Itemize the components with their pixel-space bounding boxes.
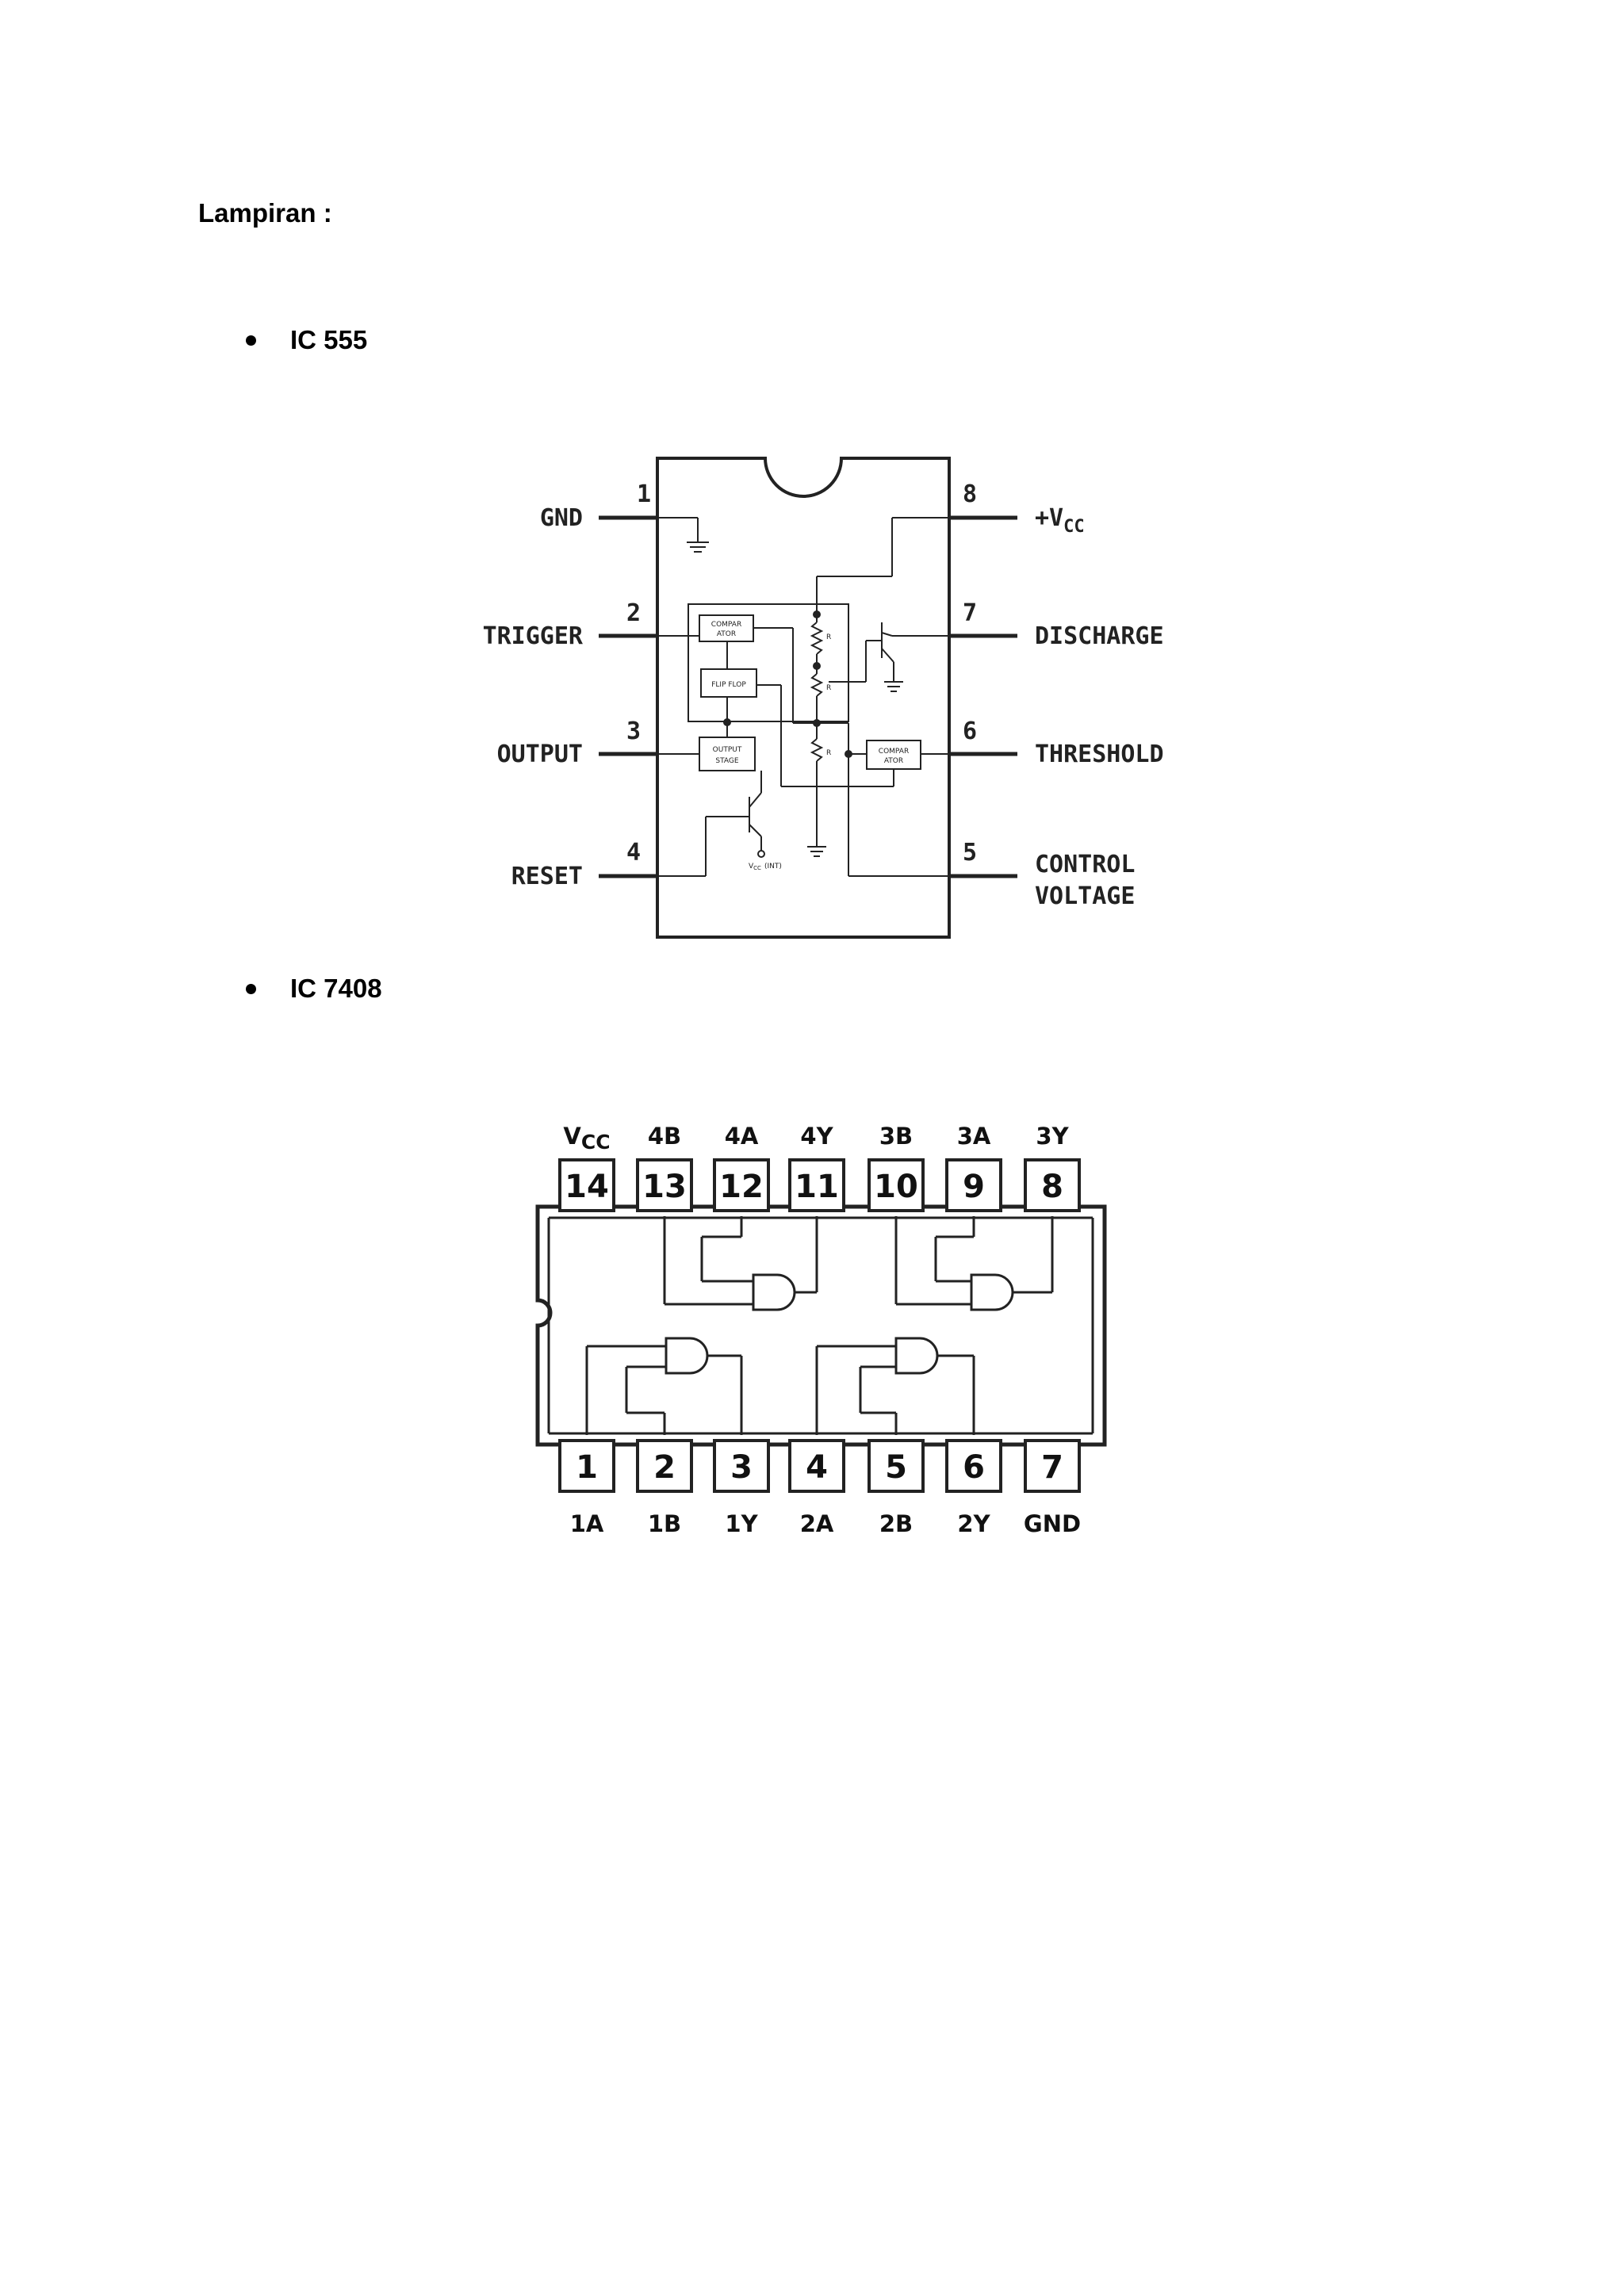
and-gate-4-icon (752, 1273, 796, 1311)
and-gate-3-icon (970, 1273, 1014, 1311)
ic555-resistor-label-1: R (826, 633, 831, 641)
section-bullet-ic7408: IC 7408 (246, 974, 382, 1004)
ic7408-bottom-pin-box (713, 1439, 770, 1493)
ic7408-bottom-pin-number: 2 (653, 1449, 676, 1486)
ic7408-top-pin-label: 4A (725, 1123, 759, 1150)
ic7408-bottom-pin-label: 1A (570, 1510, 604, 1537)
ic7408-bottom-pin-box (1024, 1439, 1081, 1493)
ic555-pin-name-voltage: VOLTAGE (1035, 882, 1135, 910)
ic7408-top-pin-box (868, 1158, 925, 1212)
ic7408-bottom-pin-box (788, 1439, 845, 1493)
ic7408-bottom-pin-box (868, 1439, 925, 1493)
ic555-comparator-2-label: COMPAR (879, 748, 909, 756)
ic7408-bottom-pin-box (636, 1439, 693, 1493)
ic555-resistor-label-3: R (826, 749, 831, 757)
ic7408-top-pin-box (1024, 1158, 1081, 1212)
ic7408-top-pin-number: 12 (719, 1169, 764, 1205)
ic7408-bottom-pin-label: 2B (879, 1510, 913, 1537)
ic555-package (656, 457, 951, 939)
ic7408-top-pin-label: 3Y (1036, 1123, 1069, 1150)
ic555-pin-name-reset: RESET (511, 863, 583, 890)
ic7408-bottom-pin-number: 3 (730, 1449, 753, 1486)
ic555-pin-name-control: CONTROL (1035, 851, 1135, 878)
ic555-output-stage-label-2: STAGE (715, 757, 738, 765)
ic7408-top-pin-label: 3A (957, 1123, 991, 1150)
ic555-pin-number-1: 1 (637, 480, 651, 508)
bullet-dot-icon (246, 335, 256, 346)
ic7408-top-pin-label: 4Y (800, 1123, 833, 1150)
ic555-output-stage (699, 737, 756, 771)
ic7408-top-pin-label: 4B (648, 1123, 681, 1150)
ic555-pin-number-5: 5 (963, 839, 977, 867)
ic555-output-stage-label: OUTPUT (713, 746, 742, 754)
ic555-comparator-1-label-2: ATOR (717, 630, 736, 638)
ic7408-bottom-pin-label: 2Y (957, 1510, 990, 1537)
ic555-pin-number-2: 2 (626, 599, 641, 627)
ic7408-bottom-pin-box (945, 1439, 1002, 1493)
bullet-dot-icon (246, 983, 256, 994)
ic7408-top-pin-number: 10 (874, 1169, 918, 1205)
ic555-pin-number-8: 8 (963, 480, 977, 508)
ic7408-bottom-pin-label: 2A (800, 1510, 834, 1537)
ic555-pin-name-discharge: DISCHARGE (1035, 622, 1164, 650)
section-label-ic555: IC 555 (290, 325, 368, 354)
ic7408-bottom-pin-label: 1B (648, 1510, 681, 1537)
section-label-ic7408: IC 7408 (290, 974, 382, 1003)
ic7408-top-pin-number: 11 (795, 1169, 839, 1205)
ic7408-top-pin-box (713, 1158, 770, 1212)
ic555-comparator-2-label-2: ATOR (884, 757, 903, 765)
ic7408-top-pin-label: 3B (879, 1123, 913, 1150)
ic555-pin-name-vcc: +VCC (1035, 504, 1085, 537)
section-bullet-ic555: IC 555 (246, 325, 367, 355)
ic7408-top-pin-number: 9 (963, 1169, 985, 1205)
ic7408-bottom-pin-number: 7 (1041, 1449, 1063, 1486)
ic7408-top-pin-box (788, 1158, 845, 1212)
and-gate-1-icon (665, 1337, 709, 1375)
ic7408-bottom-pin-label: GND (1024, 1510, 1081, 1537)
ic7408-bottom-pin-label: 1Y (725, 1510, 758, 1537)
ic555-pin-name-output: OUTPUT (497, 740, 583, 768)
ic555-pinout-diagram: COMPAR ATOR FLIP FLOP OUTPUT STAGE COMPA… (483, 457, 1164, 939)
ic7408-bottom-pin-number: 6 (963, 1449, 985, 1486)
ic555-vcc-int-label: VCC(INT) (749, 863, 782, 871)
ic7408-top-pin-box (945, 1158, 1002, 1212)
ic7408-top-pin-label: VCC (563, 1123, 610, 1154)
ic555-pin-name-threshold: THRESHOLD (1035, 740, 1164, 768)
page-heading: Lampiran : (198, 198, 332, 228)
ic7408-pinout-diagram: 14 VCC 13 4B 12 4A 11 4Y 10 3B 9 3A 8 3Y 1 1A 2 1B 3 1Y 4 2A… (535, 1123, 1107, 1537)
ic555-internal-circuit (657, 517, 949, 877)
ic555-pin-name-gnd: GND (540, 504, 583, 532)
ic555-flip-flop-label: FLIP FLOP (711, 681, 746, 689)
ic7408-top-pin-box (636, 1158, 693, 1212)
ic555-comparator-1-label: COMPAR (711, 621, 741, 629)
ic7408-top-pin-number: 13 (642, 1169, 687, 1205)
ic7408-top-pin-number: 8 (1041, 1169, 1063, 1205)
ic7408-bottom-pin-number: 1 (576, 1449, 598, 1486)
ic7408-gate-wiring (585, 1216, 1054, 1435)
ic555-pin-number-6: 6 (963, 718, 977, 745)
ic7408-bottom-pin-box (558, 1439, 615, 1493)
ic555-pin-name-trigger: TRIGGER (483, 622, 584, 650)
ic555-pin-number-3: 3 (626, 718, 641, 745)
ic555-resistor-label-2: R (826, 684, 831, 692)
ic7408-bottom-pin-number: 4 (806, 1449, 828, 1486)
ic7408-package (535, 1204, 1107, 1447)
ic555-pin-number-4: 4 (626, 839, 641, 867)
ic7408-top-pin-number: 14 (565, 1169, 609, 1205)
ic555-flip-flop (700, 668, 757, 698)
and-gate-2-icon (894, 1337, 939, 1375)
ic7408-bottom-pin-number: 5 (885, 1449, 907, 1486)
ic555-pin-number-7: 7 (963, 599, 977, 627)
ic7408-top-pin-box (558, 1158, 615, 1212)
